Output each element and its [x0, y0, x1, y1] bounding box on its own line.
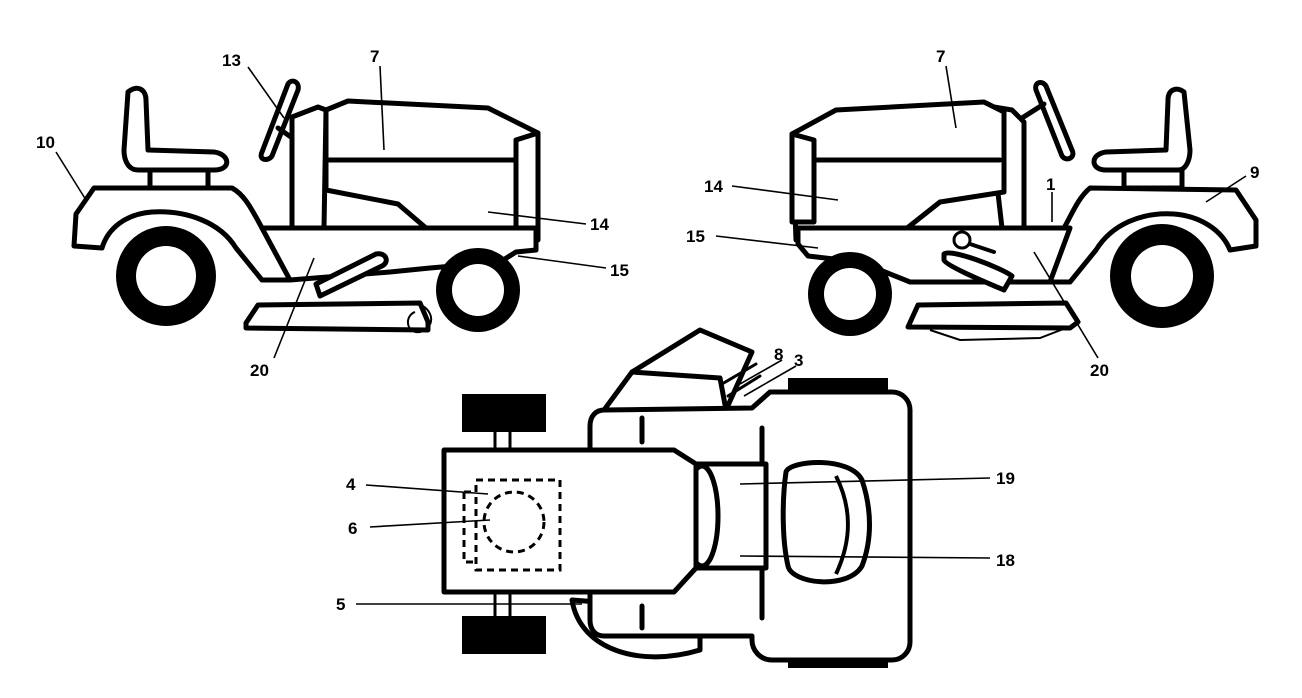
- callout-labels: 10 13 7 14 15 20 7 14 1 9 15 20 8 3 4 6 …: [36, 47, 1259, 614]
- callout-left-15: 15: [610, 261, 629, 280]
- callout-top-3: 3: [794, 351, 803, 370]
- callout-top-4: 4: [346, 475, 356, 494]
- callout-left-10: 10: [36, 133, 55, 152]
- callout-right-15: 15: [686, 227, 705, 246]
- tractor-top-view: [441, 327, 913, 668]
- callout-top-19: 19: [996, 469, 1015, 488]
- callout-left-20: 20: [250, 361, 269, 380]
- callout-right-7: 7: [936, 47, 945, 66]
- leader-lines: [55, 65, 1247, 605]
- callout-left-13: 13: [222, 51, 241, 70]
- callout-top-6: 6: [348, 519, 357, 538]
- callout-top-5: 5: [336, 595, 345, 614]
- callout-top-8: 8: [774, 345, 783, 364]
- callout-left-14: 14: [590, 215, 609, 234]
- callout-right-9: 9: [1250, 163, 1259, 182]
- callout-right-20: 20: [1090, 361, 1109, 380]
- callout-right-1: 1: [1046, 175, 1055, 194]
- tractor-left-side-view: [71, 78, 541, 334]
- callout-top-18: 18: [996, 551, 1015, 570]
- callout-left-7: 7: [370, 47, 379, 66]
- tractor-right-side-view: [789, 80, 1259, 342]
- callout-right-14: 14: [704, 177, 723, 196]
